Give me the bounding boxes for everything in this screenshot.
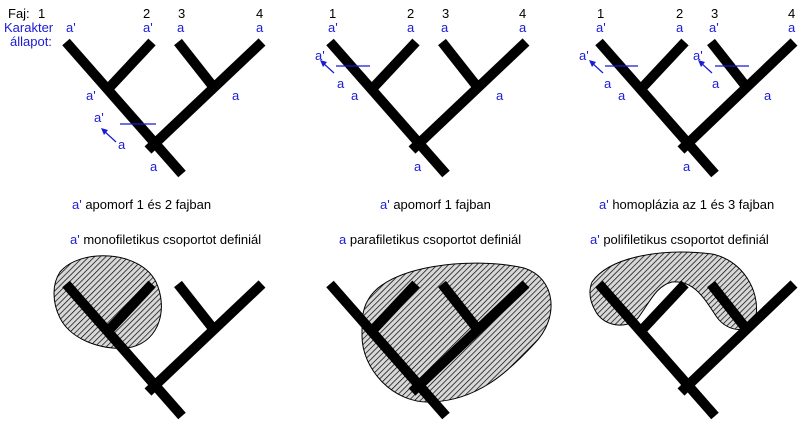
branch xyxy=(438,280,483,335)
species-number: 3 xyxy=(711,6,718,21)
branch xyxy=(677,280,798,396)
branch xyxy=(326,38,450,178)
node-state: a' xyxy=(579,48,589,63)
node-state: a xyxy=(683,159,691,174)
branch xyxy=(408,38,530,154)
branch xyxy=(595,38,719,178)
node-state: a xyxy=(618,88,626,103)
node-state: a' xyxy=(86,88,96,103)
tip-state: a xyxy=(676,20,684,35)
node-state: a' xyxy=(693,48,703,63)
node-state: a xyxy=(150,159,158,174)
arrow-head xyxy=(698,60,705,67)
branch xyxy=(326,280,450,420)
node-state: a xyxy=(712,76,720,91)
tip-state: a' xyxy=(328,20,338,35)
species-label: Faj: xyxy=(8,6,30,21)
branch xyxy=(408,280,530,396)
tree-3: 1 2 3 4 a' a a' a a' a a a' a a a xyxy=(579,6,798,178)
node-state: a xyxy=(764,88,772,103)
branch xyxy=(104,280,156,335)
tree-2: 1 2 3 4 a' a a a a' a a a a xyxy=(315,6,530,178)
branch xyxy=(144,38,266,154)
species-number: 2 xyxy=(407,6,414,21)
tree-1: 1 2 3 4 a' a' a a a' a' a a a xyxy=(38,6,266,178)
arrow-head xyxy=(101,128,108,135)
species-number: 1 xyxy=(597,6,604,21)
branch xyxy=(707,280,752,335)
species-number: 3 xyxy=(178,6,185,21)
node-state: a xyxy=(496,88,504,103)
arrow-head xyxy=(320,60,327,67)
tip-state: a' xyxy=(143,20,153,35)
tree-monophyletic xyxy=(53,255,266,420)
tip-state: a xyxy=(519,20,527,35)
branch xyxy=(637,38,689,93)
caption-paraphyletic: a parafiletikus csoportot definiál xyxy=(339,232,521,247)
arrow-head xyxy=(589,60,596,67)
species-number: 4 xyxy=(519,6,526,21)
branch xyxy=(174,38,219,93)
tree-polyphyletic xyxy=(589,251,798,420)
node-state: a xyxy=(414,159,422,174)
node-state: a' xyxy=(94,110,104,125)
node-state: a xyxy=(351,88,359,103)
branch xyxy=(62,280,186,420)
caption-homoplasy: a' homoplázia az 1 és 3 fajban xyxy=(599,197,774,212)
tip-state: a xyxy=(407,20,415,35)
species-number: 2 xyxy=(676,6,683,21)
species-number: 4 xyxy=(256,6,263,21)
monophyletic-group-outline xyxy=(53,255,162,349)
state-label: állapot: xyxy=(10,34,52,49)
tip-state: a xyxy=(788,20,796,35)
branch xyxy=(62,38,186,178)
branch xyxy=(677,38,798,154)
species-number: 3 xyxy=(442,6,449,21)
tree-paraphyletic xyxy=(326,262,552,420)
polyphyletic-group-outline xyxy=(589,251,758,330)
tip-state: a xyxy=(441,20,449,35)
branch xyxy=(368,280,420,335)
branch xyxy=(595,280,719,420)
species-number: 4 xyxy=(788,6,795,21)
branch xyxy=(104,38,156,93)
node-state: a xyxy=(232,88,240,103)
branch xyxy=(174,280,219,335)
branch xyxy=(144,280,266,396)
branch xyxy=(637,280,689,335)
node-state: a xyxy=(604,76,612,91)
node-state: a xyxy=(118,137,126,152)
tip-state: a' xyxy=(66,20,76,35)
character-label: Karakter xyxy=(4,20,54,35)
caption-apomorph-2: a' apomorf 1 fajban xyxy=(380,197,491,212)
caption-polyphyletic: a' polifiletikus csoportot definiál xyxy=(590,232,769,247)
tip-state: a' xyxy=(596,20,606,35)
branch xyxy=(368,38,420,93)
tip-state: a' xyxy=(709,20,719,35)
caption-monophyletic: a' monofiletikus csoportot definiál xyxy=(70,232,261,247)
branch xyxy=(438,38,483,93)
species-number: 1 xyxy=(329,6,336,21)
species-number: 2 xyxy=(143,6,150,21)
species-number: 1 xyxy=(38,6,45,21)
node-state: a' xyxy=(315,48,325,63)
node-state: a xyxy=(337,76,345,91)
tip-state: a xyxy=(256,20,264,35)
caption-apomorph-1: a' apomorf 1 és 2 fajban xyxy=(72,197,211,212)
tip-state: a xyxy=(177,20,185,35)
